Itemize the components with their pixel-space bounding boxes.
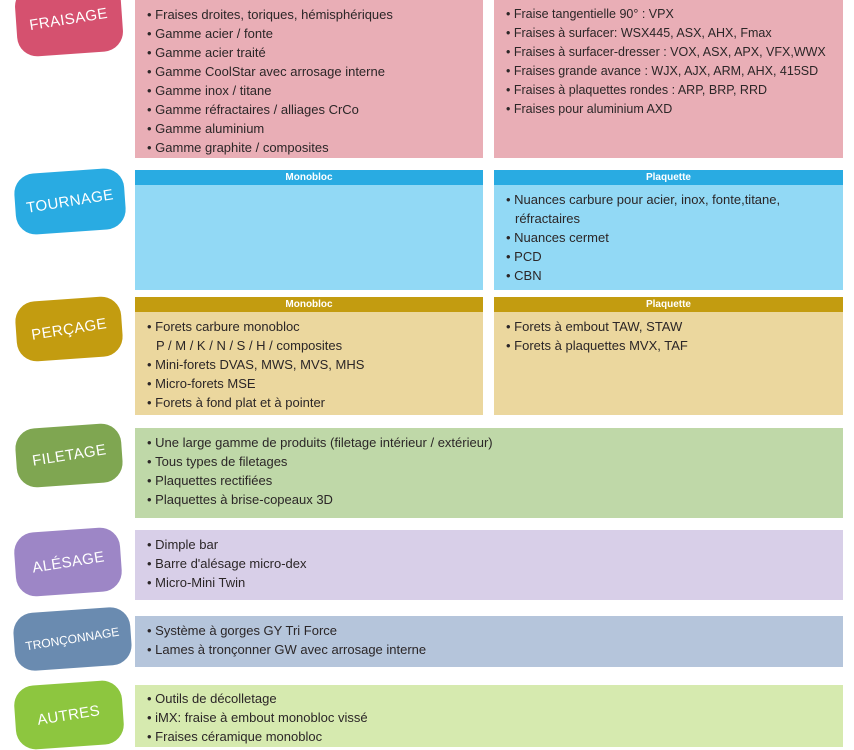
list-item: Gamme réfractaires / alliages CrCo [147,100,479,119]
list-item: Fraises droites, toriques, hémisphérique… [147,5,479,24]
category-label-text: ALÉSAGE [30,547,106,577]
category-label-fraisage: FRAISAGE [13,0,125,58]
list-item: Barre d'alésage micro-dex [147,554,839,573]
category-label-alesage: ALÉSAGE [12,526,124,598]
list-item: Fraises grande avance : WJX, AJX, ARM, A… [506,62,839,81]
list-item: Gamme acier traité [147,43,479,62]
fraisage-left-box: Fraises droites, toriques, hémisphérique… [135,0,483,158]
percage-plaquette-list: Forets à embout TAW, STAW Forets à plaqu… [494,312,843,355]
list-item: Fraises à surfacer-dresser : VOX, ASX, A… [506,43,839,62]
fraisage-right-list: Fraise tangentielle 90° : VPX Fraises à … [494,0,843,119]
list-item: Fraises pour aluminium AXD [506,100,839,119]
alesage-list: Dimple bar Barre d'alésage micro-dex Mic… [135,530,843,592]
category-label-text: FRAISAGE [28,4,110,34]
list-item: Micro-forets MSE [147,374,479,393]
list-item: Mini-forets DVAS, MWS, MVS, MHS [147,355,479,374]
list-item: Gamme graphite / composites [147,138,479,157]
category-label-tournage: TOURNAGE [13,167,127,236]
list-item: Gamme CoolStar avec arrosage interne [147,62,479,81]
list-item: Gamme aluminium [147,119,479,138]
list-item: CBN [506,266,839,285]
list-item: Dimple bar [147,535,839,554]
tournage-plaquette-box: Nuances carbure pour acier, inox, fonte,… [494,185,843,290]
list-item: Nuances carbure pour acier, inox, fonte,… [506,190,839,228]
tournage-plaquette-header: Plaquette [494,170,843,185]
category-label-text: PERÇAGE [30,314,108,344]
list-item: Forets à embout TAW, STAW [506,317,839,336]
list-item: Fraises céramique monobloc [147,727,839,746]
fraisage-right-box: Fraise tangentielle 90° : VPX Fraises à … [494,0,843,158]
list-item: Gamme acier / fonte [147,24,479,43]
autres-list: Outils de décolletage iMX: fraise à embo… [135,685,843,746]
percage-monobloc-list: Forets carbure monobloc P / M / K / N / … [135,312,483,412]
tournage-plaquette-list: Nuances carbure pour acier, inox, fonte,… [494,185,843,285]
percage-plaquette-box: Forets à embout TAW, STAW Forets à plaqu… [494,312,843,415]
tournage-monobloc-header: Monobloc [135,170,483,185]
list-item: Outils de décolletage [147,689,839,708]
category-label-percage: PERÇAGE [14,295,124,363]
category-label-text: TRONÇONNAGE [24,624,121,654]
tournage-monobloc-box [135,185,483,290]
list-item: Micro-Mini Twin [147,573,839,592]
list-item: Forets carbure monobloc P / M / K / N / … [147,317,479,355]
list-item: Forets à plaquettes MVX, TAF [506,336,839,355]
list-item: Forets à fond plat et à pointer [147,393,479,412]
list-item: Fraise tangentielle 90° : VPX [506,5,839,24]
category-label-filetage: FILETAGE [14,422,124,489]
list-item: iMX: fraise à embout monobloc vissé [147,708,839,727]
category-label-tronconnage: TRONÇONNAGE [12,605,133,673]
percage-plaquette-header: Plaquette [494,297,843,312]
tronconnage-list: Système à gorges GY Tri Force Lames à tr… [135,616,843,659]
percage-monobloc-box: Forets carbure monobloc P / M / K / N / … [135,312,483,415]
fraisage-left-list: Fraises droites, toriques, hémisphérique… [135,0,483,157]
alesage-box: Dimple bar Barre d'alésage micro-dex Mic… [135,530,843,600]
list-item: Système à gorges GY Tri Force [147,621,839,640]
tronconnage-box: Système à gorges GY Tri Force Lames à tr… [135,616,843,667]
category-label-text: FILETAGE [30,441,108,470]
list-item: Fraises à plaquettes rondes : ARP, BRP, … [506,81,839,100]
list-item: Lames à tronçonner GW avec arrosage inte… [147,640,839,659]
list-item: Nuances cermet [506,228,839,247]
list-item: Plaquettes à brise-copeaux 3D [147,490,839,509]
autres-box: Outils de décolletage iMX: fraise à embo… [135,685,843,747]
list-item: Une large gamme de produits (filetage in… [147,433,839,452]
category-label-autres: AUTRES [12,679,126,750]
list-item: Plaquettes rectifiées [147,471,839,490]
list-item: Tous types de filetages [147,452,839,471]
category-label-text: TOURNAGE [25,186,115,217]
list-item: Gamme inox / titane [147,81,479,100]
filetage-box: Une large gamme de produits (filetage in… [135,428,843,518]
category-label-text: AUTRES [36,701,102,729]
list-item: PCD [506,247,839,266]
percage-monobloc-header: Monobloc [135,297,483,312]
list-item: Fraises à surfacer: WSX445, ASX, AHX, Fm… [506,24,839,43]
filetage-list: Une large gamme de produits (filetage in… [135,428,843,509]
